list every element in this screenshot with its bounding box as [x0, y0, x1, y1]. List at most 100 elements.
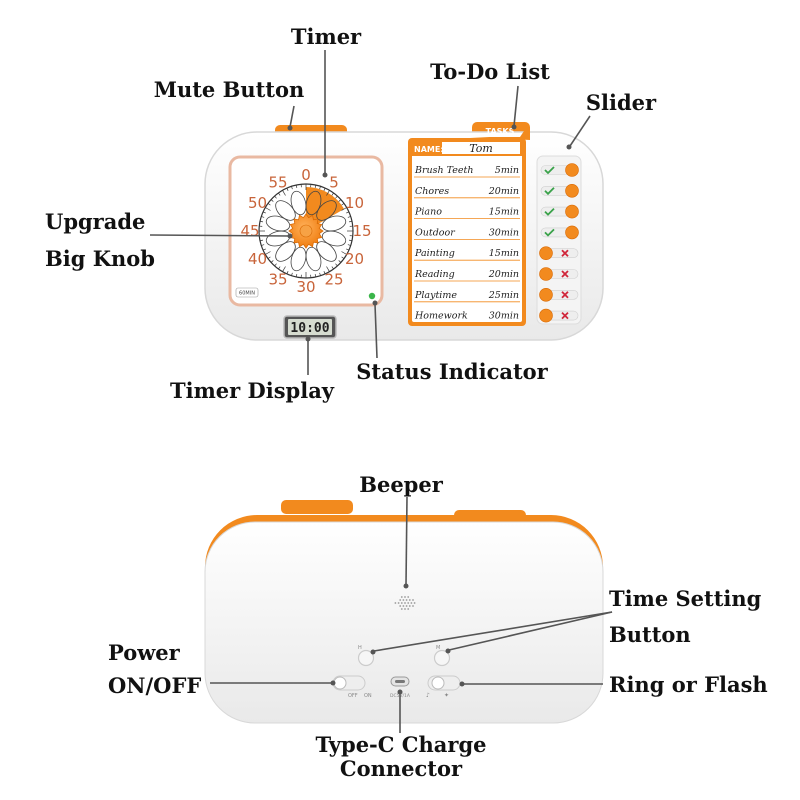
label-time-setting-button: Button: [609, 622, 691, 647]
label-big-knob: Big Knob: [45, 246, 155, 271]
slider-row[interactable]: [540, 225, 579, 240]
name-label: NAME:: [414, 145, 444, 154]
slider-column: [539, 163, 579, 323]
dial-tick: [265, 251, 271, 255]
label-power: Power: [108, 640, 181, 665]
beeper-hole: [402, 599, 405, 601]
beeper-hole: [400, 602, 403, 604]
dial-tick: [331, 192, 334, 196]
slider-knob[interactable]: [565, 225, 579, 240]
dial-tick: [261, 216, 265, 218]
power-switch-knob: [333, 676, 347, 690]
dial-tick: [326, 190, 330, 196]
slider-row[interactable]: [539, 246, 579, 260]
name-field: [442, 142, 520, 154]
dial-tick: [338, 260, 342, 263]
beeper-hole: [404, 596, 406, 598]
cross-icon: [561, 311, 569, 320]
check-icon: [544, 187, 555, 196]
task-name: Piano: [414, 207, 442, 218]
beeper-hole: [402, 605, 405, 607]
slider-knob[interactable]: [539, 246, 553, 260]
dial-tick: [348, 220, 353, 223]
dial-number: 50: [248, 194, 267, 212]
dial-tick: [282, 266, 286, 272]
task-name: Outdoor: [415, 227, 456, 238]
slider-row[interactable]: [540, 204, 579, 219]
dial-tick: [265, 207, 271, 211]
label-power-onoff: ON/OFF: [108, 673, 201, 698]
task-row: Brush Teeth 5min: [414, 165, 520, 178]
lcd-screen: [288, 319, 332, 335]
beeper-hole: [404, 602, 406, 604]
name-value: Tom: [469, 142, 493, 155]
dial-tick: [278, 192, 281, 196]
dial-tick: [314, 273, 317, 278]
dial-tick: [270, 199, 274, 202]
cross-icon: [561, 249, 569, 257]
slider-knob[interactable]: [565, 163, 579, 177]
slider-row[interactable]: [539, 308, 579, 323]
beeper-hole: [413, 602, 416, 604]
beeper-hole: [408, 599, 411, 601]
dial-tick: [341, 251, 347, 255]
dial-tick: [346, 211, 350, 214]
dial-tick: [282, 190, 286, 196]
lcd-text: 10:00: [290, 321, 329, 336]
label-typec-charge: Type-C Charge: [315, 732, 486, 757]
beeper-hole: [394, 602, 397, 604]
slider-knob[interactable]: [539, 267, 553, 281]
beeper-hole: [410, 602, 413, 604]
beeper-hole: [397, 602, 400, 604]
dial-tick: [341, 256, 345, 259]
back-view: H M OFF ON DC5V/1A ♪ ✦ Beeper Time Setti…: [108, 472, 768, 781]
beeper-hole: [405, 599, 408, 601]
beeper-hole: [405, 605, 408, 607]
dial-petal: [265, 215, 291, 232]
dial-tick: [262, 211, 266, 214]
dial-tick: [335, 195, 338, 199]
dial-tick: [267, 256, 271, 259]
dial-tick: [326, 266, 330, 272]
dial-tick: [341, 203, 345, 206]
cross-icon: [561, 291, 569, 299]
dial-petal: [290, 190, 307, 216]
slider-knob[interactable]: [539, 308, 553, 323]
slider-row[interactable]: [539, 287, 579, 302]
dial-number: 0: [301, 166, 311, 184]
hour-button-label: H: [358, 645, 362, 651]
task-name: Brush Teeth: [414, 165, 473, 176]
slider-knob[interactable]: [539, 287, 553, 302]
beeper-hole: [407, 608, 410, 610]
dial-tick: [270, 260, 274, 263]
label-timer: Timer: [291, 24, 362, 49]
slider-row[interactable]: [539, 267, 579, 281]
back-top-tab-left: [281, 500, 353, 514]
label-todo-list: To-Do List: [430, 59, 550, 84]
dial-tick: [348, 239, 353, 242]
hour-button[interactable]: [357, 649, 375, 667]
minute-button[interactable]: [433, 649, 451, 667]
beeper-hole: [399, 605, 402, 607]
minute-button-label: M: [436, 645, 440, 651]
dial-number: 25: [324, 270, 343, 288]
slider-row[interactable]: [540, 184, 579, 198]
task-time: 5min: [495, 165, 519, 176]
beeper-hole: [412, 599, 414, 601]
dial-badge: 60MIN: [239, 291, 255, 297]
beeper-hole: [407, 596, 410, 598]
task-time: 25min: [488, 290, 519, 301]
dial-tick: [323, 187, 326, 191]
slider-knob[interactable]: [565, 204, 579, 219]
label-connector: Connector: [340, 756, 463, 781]
slider-knob[interactable]: [565, 184, 579, 198]
dial-tick: [291, 272, 293, 276]
dial-petal: [305, 190, 322, 216]
task-time: 30min: [489, 311, 519, 322]
dial-tick: [274, 263, 277, 267]
slider-row[interactable]: [540, 163, 579, 177]
